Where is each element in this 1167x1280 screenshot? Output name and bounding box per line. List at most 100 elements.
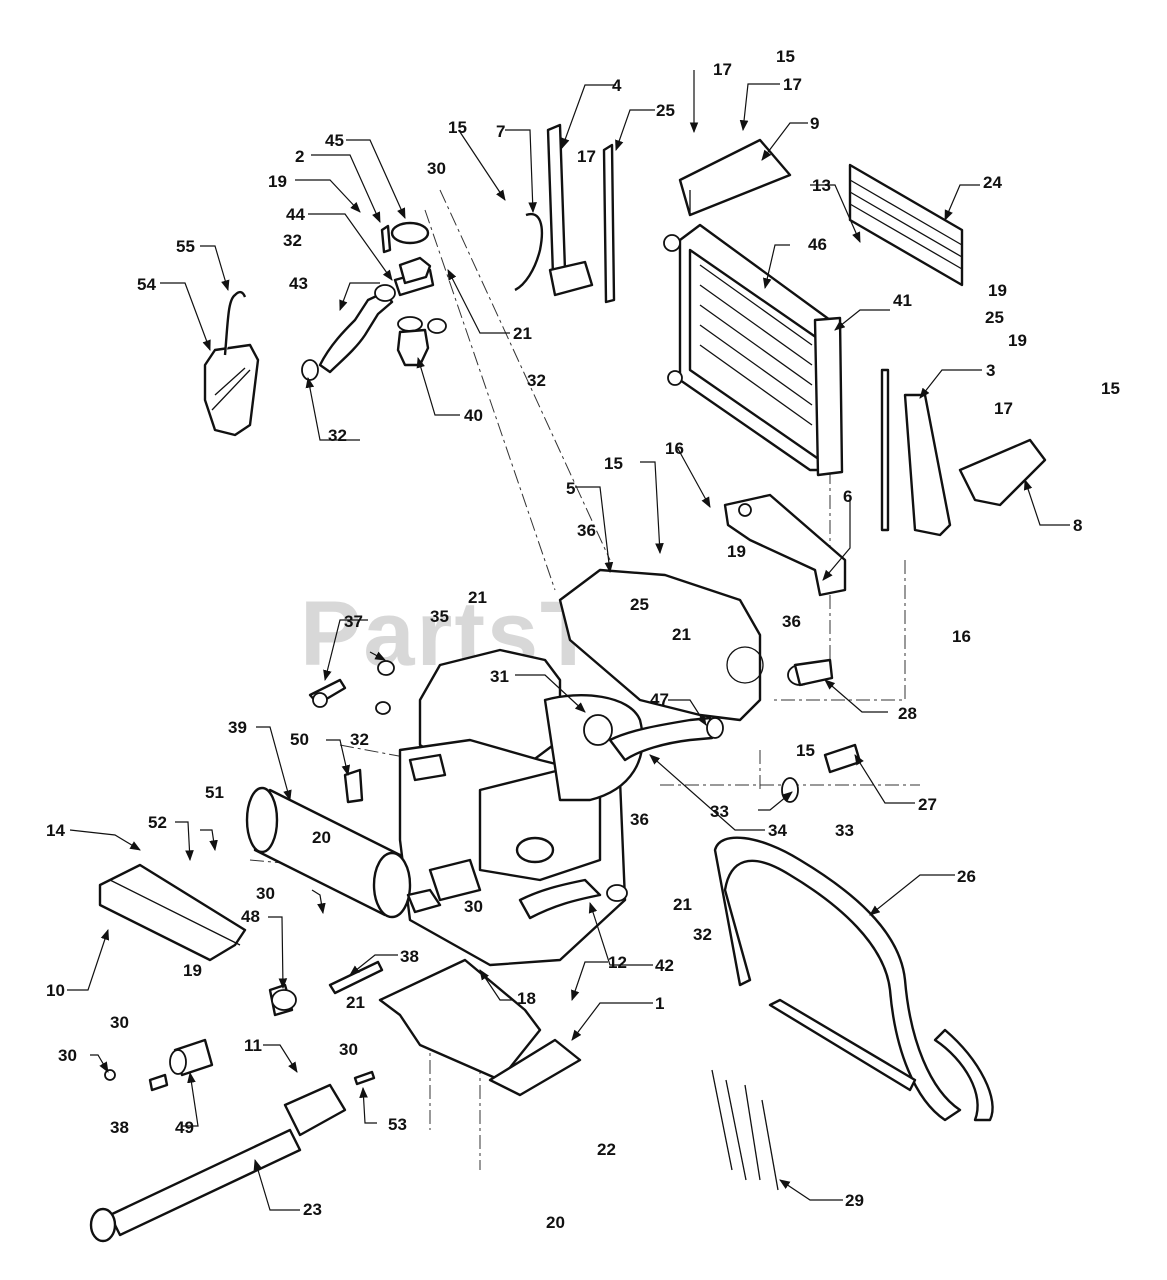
callout-label: 51: [205, 783, 224, 802]
fan-shroud: [558, 568, 764, 722]
callout-label: 36: [630, 810, 649, 829]
callout-label: 33: [835, 821, 854, 840]
callout-label: 37: [344, 612, 363, 631]
callout-label: 11: [244, 1036, 262, 1055]
callout-label: 14: [46, 821, 65, 840]
muffler: [245, 786, 442, 919]
callout-label: 17: [994, 399, 1013, 418]
upper-hoses: [301, 221, 447, 381]
callout-label: 1: [655, 994, 664, 1013]
callout-label: 32: [283, 231, 302, 250]
callout-label: 23: [303, 1200, 322, 1219]
callout-label: 30: [427, 159, 446, 178]
upright-brackets: [514, 123, 616, 304]
heat-shield: [98, 863, 247, 962]
callout-label: 15: [776, 47, 795, 66]
callout-label: 35: [430, 607, 449, 626]
callout-label: 19: [268, 172, 287, 191]
callout-label: 31: [490, 667, 509, 686]
oil-cooler: [848, 163, 964, 287]
callout-label: 39: [228, 718, 247, 737]
callout-label: 54: [137, 275, 156, 294]
callout-label: 20: [312, 828, 331, 847]
radiator-mount-6: [723, 493, 847, 597]
engine: [398, 648, 644, 967]
callout-label: 6: [843, 487, 852, 506]
cable-ties: [711, 1069, 779, 1191]
callout-label: 50: [290, 730, 309, 749]
callout-label: 16: [665, 439, 684, 458]
callout-label: 20: [546, 1213, 565, 1232]
callout-label: 32: [527, 371, 546, 390]
callout-label: 52: [148, 813, 167, 832]
callout-label: 25: [656, 101, 675, 120]
callout-label: 32: [350, 730, 369, 749]
callout-label: 30: [256, 884, 275, 903]
callout-label: 19: [727, 542, 746, 561]
callout-label: 47: [650, 690, 669, 709]
callout-label: 32: [328, 426, 347, 445]
callout-label: 33: [710, 802, 729, 821]
callout-label: 30: [464, 897, 483, 916]
callout-label: 24: [983, 173, 1002, 192]
callout-label: 48: [241, 907, 260, 926]
base-plate: [378, 958, 582, 1097]
callout-label: 34: [768, 821, 787, 840]
callout-label: 21: [468, 588, 487, 607]
callout-label: 26: [957, 867, 976, 886]
callout-label: 32: [693, 925, 712, 944]
callout-label: 10: [46, 981, 65, 1000]
callout-label: 2: [295, 147, 304, 166]
callout-label: 21: [673, 895, 692, 914]
callout-label: 22: [597, 1140, 616, 1159]
bracket-9: [678, 138, 792, 217]
callout-label: 8: [1073, 516, 1082, 535]
callout-label: 43: [289, 274, 308, 293]
callout-label: 18: [517, 989, 536, 1008]
callout-label: 7: [496, 122, 505, 141]
callout-label: 46: [808, 235, 827, 254]
callout-label: 17: [783, 75, 802, 94]
callout-label: 36: [782, 612, 801, 631]
callout-label: 38: [400, 947, 419, 966]
callout-label: 15: [1101, 379, 1120, 398]
callout-label: 3: [986, 361, 995, 380]
lower-hoses: [518, 714, 724, 920]
callout-label: 41: [893, 291, 912, 310]
callout-label: 28: [898, 704, 917, 723]
callout-label: 9: [810, 114, 819, 133]
callout-label: 30: [339, 1040, 358, 1059]
callout-label: 49: [175, 1118, 194, 1137]
callout-label: 29: [845, 1191, 864, 1210]
radiator: [663, 223, 844, 477]
callout-label: 19: [988, 281, 1007, 300]
callout-label: 5: [566, 479, 575, 498]
callout-label: 36: [577, 521, 596, 540]
callout-label: 27: [918, 795, 937, 814]
callout-label: 19: [1008, 331, 1027, 350]
callout-label: 17: [713, 60, 732, 79]
callout-label: 55: [176, 237, 195, 256]
callout-label: 12: [608, 953, 627, 972]
callout-label: 15: [448, 118, 467, 137]
callout-label: 21: [346, 993, 365, 1012]
side-brackets: [880, 368, 1047, 537]
callout-label: 16: [952, 627, 971, 646]
callout-label: 44: [286, 205, 305, 224]
callout-label: 30: [110, 1013, 129, 1032]
callout-label: 53: [388, 1115, 407, 1134]
callout-label: 4: [612, 76, 622, 95]
callout-label: 25: [985, 308, 1004, 327]
callout-label: 42: [655, 956, 674, 975]
callout-label: 30: [58, 1046, 77, 1065]
callout-label: 19: [183, 961, 202, 980]
callout-label: 15: [604, 454, 623, 473]
recovery-tank: [203, 290, 260, 437]
callout-label: 38: [110, 1118, 129, 1137]
callout-label: 17: [577, 147, 596, 166]
callout-label: 25: [630, 595, 649, 614]
leader-lines: [67, 70, 1070, 1211]
callout-label: 40: [464, 406, 483, 425]
drive-shaft: [89, 1083, 347, 1243]
callout-label: 21: [513, 324, 532, 343]
